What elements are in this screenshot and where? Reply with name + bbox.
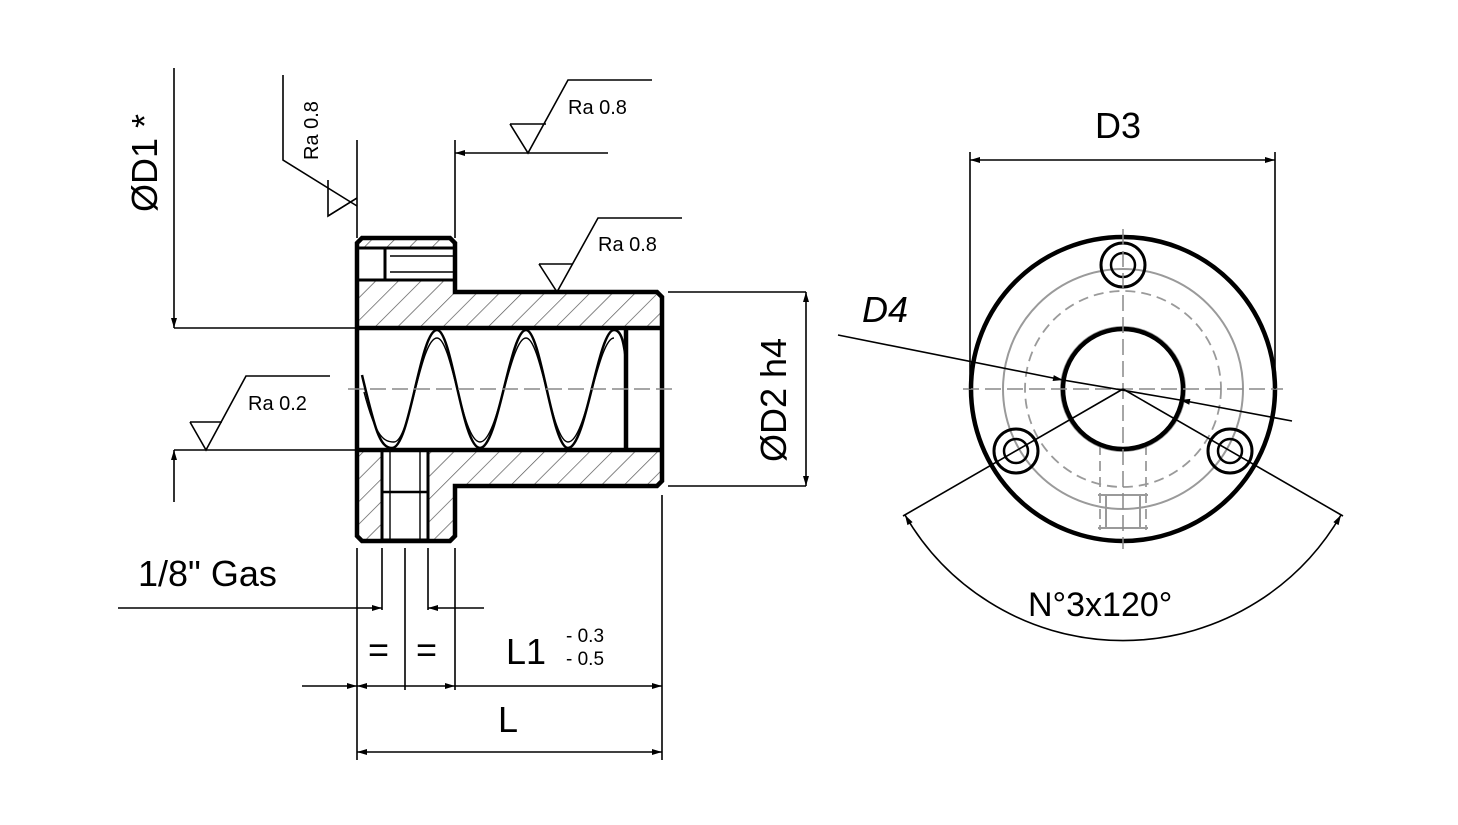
l-label: L xyxy=(498,699,518,740)
surface-finish-symbols: Ra 0.8 Ra 0.8 Ra 0.8 Ra 0.2 xyxy=(189,75,682,452)
l1-label: L1 xyxy=(506,631,546,672)
section-view xyxy=(348,235,672,544)
l1-upper-tolerance: - 0.3 xyxy=(566,626,604,647)
ra-bore: Ra 0.2 xyxy=(248,393,307,415)
equal-sign-1: = xyxy=(368,629,389,670)
lube-plug-top xyxy=(355,246,457,282)
mounting-hole xyxy=(1206,427,1254,475)
ra-top-right: Ra 0.8 xyxy=(568,97,627,119)
gas-port xyxy=(380,448,430,542)
ra-flange: Ra 0.8 xyxy=(598,234,657,256)
dimensions-front: D3 D4 N°3x120° xyxy=(837,105,1344,642)
dimensions-side: ØD1 * ØD2 h4 1/8" Gas = = L1 - 0.3 - 0.5 xyxy=(118,68,809,760)
ra-top-left: Ra 0.8 xyxy=(301,101,323,160)
equal-sign-2: = xyxy=(416,629,437,670)
d3-label: D3 xyxy=(1095,105,1141,146)
d1-label: ØD1 * xyxy=(124,114,165,212)
gas-label: 1/8" Gas xyxy=(138,553,277,594)
l1-lower-tolerance: - 0.5 xyxy=(566,649,604,670)
d2-label: ØD2 h4 xyxy=(753,338,794,462)
mounting-hole xyxy=(992,427,1040,475)
d4-label: D4 xyxy=(862,289,908,330)
angle-label: N°3x120° xyxy=(1028,586,1172,624)
